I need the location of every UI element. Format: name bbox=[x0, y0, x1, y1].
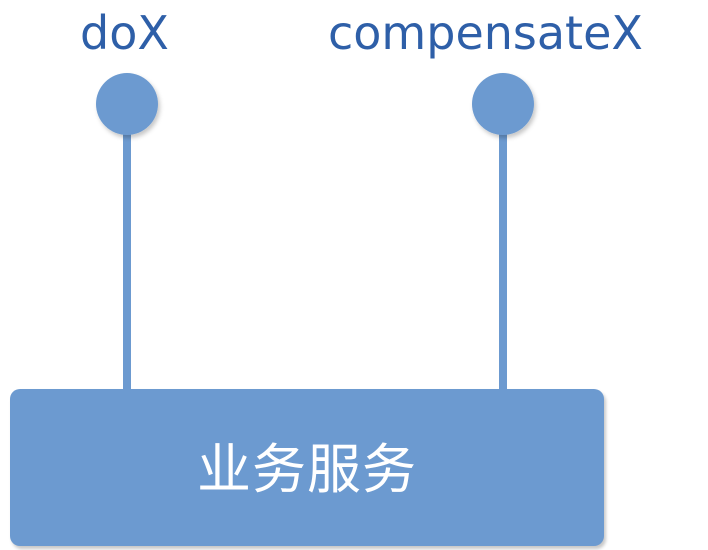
interface-label-compensatex: compensateX bbox=[328, 6, 643, 60]
business-service-box: 业务服务 bbox=[10, 389, 604, 546]
interface-node-compensatex bbox=[472, 73, 534, 135]
interface-label-dox: doX bbox=[80, 6, 169, 60]
business-service-label: 业务服务 bbox=[197, 437, 417, 501]
interface-node-dox bbox=[96, 73, 158, 135]
